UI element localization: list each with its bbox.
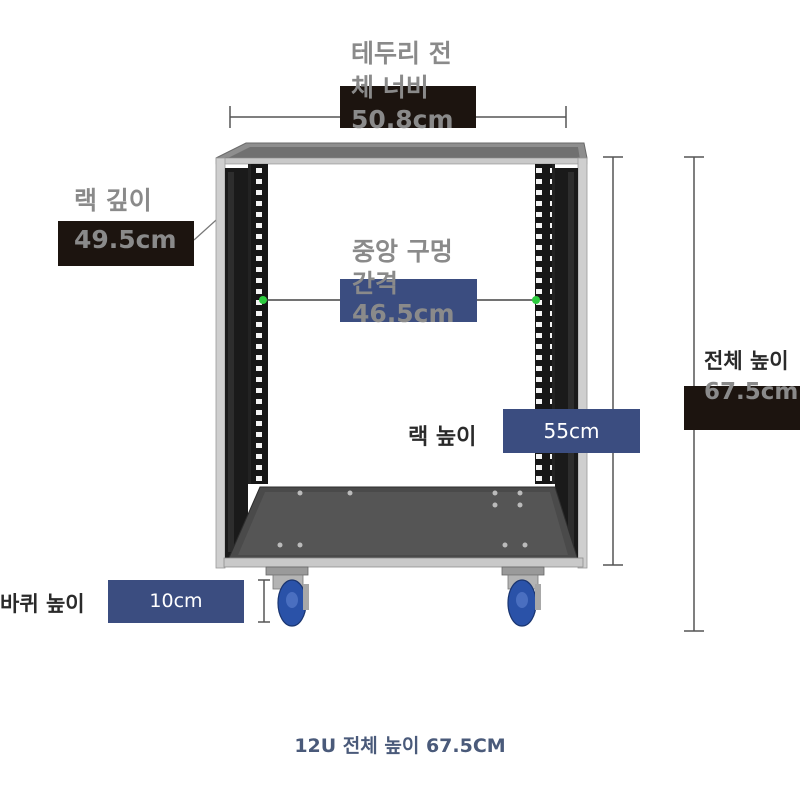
rack-right-frame [535, 157, 588, 569]
rack-height-value: 55cm [543, 419, 600, 443]
wheel-height-title: 바퀴 높이 [0, 592, 85, 616]
total-height-value-box [684, 386, 800, 430]
center-spacing-title-line2: 간격 [352, 269, 399, 298]
depth-value: 49.5cm [74, 225, 177, 254]
left-caster-wheel [265, 566, 309, 627]
depth-title: 랙 깊이 [74, 186, 152, 215]
rack-height-value-box [503, 409, 640, 453]
wheel-height-dimension-line [258, 579, 270, 623]
wheel-height-value-box [108, 580, 244, 623]
product-caption: 12U 전체 높이 67.5CM [294, 735, 506, 757]
total-height-value: 67.5cm [704, 379, 799, 405]
top-width-title-line1: 테두리 전 [351, 39, 452, 68]
rack-left-frame [215, 157, 268, 569]
center-spacing-value: 46.5cm [352, 299, 455, 328]
top-width-title-line2: 체 너비 [351, 73, 429, 102]
top-width-value-box [340, 86, 476, 128]
right-hole-marker [532, 296, 540, 304]
total-height-title: 전체 높이 [704, 349, 789, 373]
center-spacing-value-box [340, 279, 477, 322]
rack-height-title: 랙 높이 [408, 425, 477, 450]
wheel-height-value: 10cm [149, 590, 203, 612]
depth-value-box [58, 221, 194, 266]
top-width-value: 50.8cm [351, 105, 454, 134]
right-caster-wheel [501, 566, 545, 627]
rack-height-dimension-line [603, 156, 623, 566]
center-spacing-title-line1: 중앙 구멍 [352, 237, 453, 266]
left-hole-marker [259, 296, 267, 304]
